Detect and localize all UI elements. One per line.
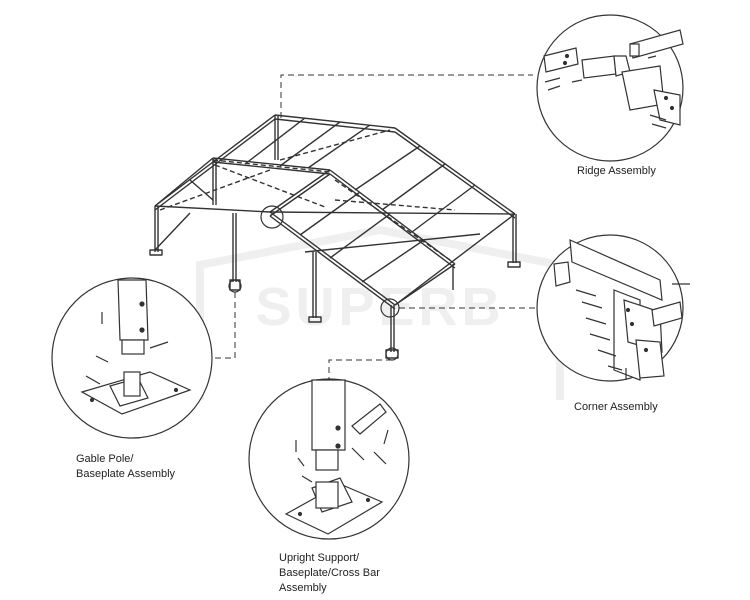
- gable-label-line1: Gable Pole/: [76, 453, 134, 465]
- ridge-assembly-label: Ridge Assembly: [577, 165, 656, 177]
- watermark-text: SUPERB: [255, 277, 504, 337]
- ridge-beam: [274, 114, 396, 129]
- watermark: SUPERB: [196, 225, 564, 400]
- ridge-leader: [280, 74, 533, 118]
- tent-frame: [149, 114, 521, 359]
- upright-label-line2: Baseplate/Cross Bar: [279, 567, 380, 579]
- corner-assembly-detail: [536, 234, 690, 382]
- upright-baseplate-detail: [248, 378, 410, 540]
- upright-leader: [328, 359, 392, 379]
- front-ridge-beam: [269, 211, 516, 215]
- ridge-assembly-detail: [536, 14, 684, 162]
- gable-label-line2: Baseplate Assembly: [76, 468, 176, 480]
- corner-assembly-label: Corner Assembly: [574, 401, 658, 413]
- upright-label-line3: Assembly: [279, 582, 327, 594]
- leader-lines: [212, 74, 536, 379]
- ridge-callout-marker: [260, 205, 284, 229]
- upright-label-line1: Upright Support/: [279, 552, 360, 564]
- gable-leader: [212, 292, 236, 359]
- upright-assembly-label: Upright Support/ Baseplate/Cross Bar Ass…: [279, 551, 380, 596]
- gable-baseplate-detail: [51, 277, 213, 439]
- gable-baseplate-label: Gable Pole/ Baseplate Assembly: [76, 452, 175, 482]
